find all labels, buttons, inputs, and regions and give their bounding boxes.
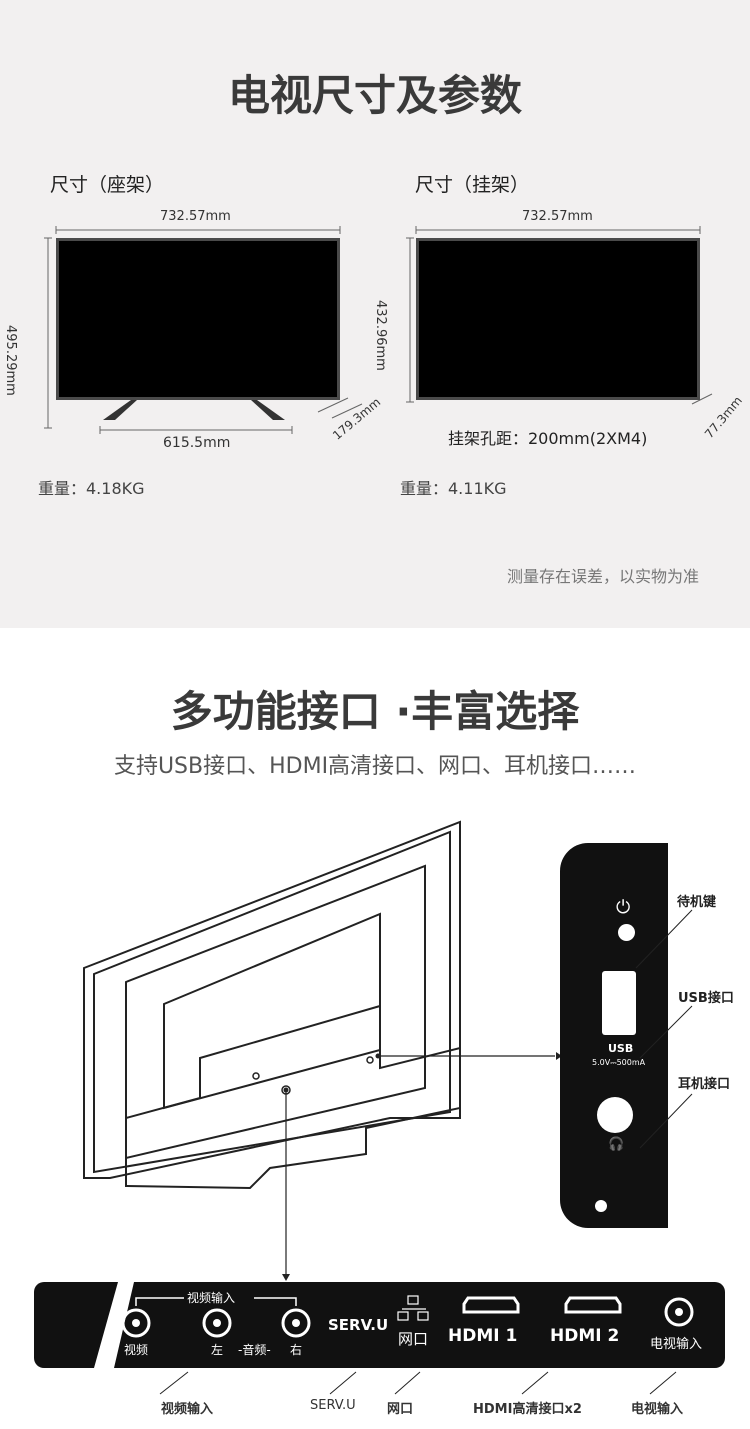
mount-spec: 挂架孔距：200mm(2XM4) xyxy=(448,429,648,448)
right-label: 右 xyxy=(290,1343,303,1357)
bottom-callout-lines xyxy=(159,1371,677,1395)
usb-label: USB接口 xyxy=(678,991,734,1006)
measure-note: 测量存在误差，以实物为准 xyxy=(507,567,700,586)
wall-height-dim: 432.96mm xyxy=(373,300,388,371)
tv-in-label: 电视输入 xyxy=(650,1337,703,1352)
wall-width-dim: 732.57mm xyxy=(522,209,593,224)
tv-back-illustration xyxy=(83,820,461,1190)
headphone-label: 耳机接口 xyxy=(678,1077,731,1092)
usb-port[interactable] xyxy=(602,971,636,1035)
side-callout-lines xyxy=(635,909,693,1149)
tv-front-stand xyxy=(56,238,340,400)
caption-serv: SERV.U xyxy=(310,1398,356,1413)
caption-hdmi: HDMI高清接口x2 xyxy=(473,1402,582,1417)
power-icon: ⏻ xyxy=(616,897,631,918)
panel-graphics xyxy=(94,1282,694,1368)
power-button[interactable] xyxy=(618,924,635,941)
power-label: 待机键 xyxy=(677,895,717,910)
bottom-port-panel: 视频输入 视频 左 -音频- 右 SERV.U 网口 HDMI 1 HDMI 2… xyxy=(34,1282,725,1368)
hdmi2-label: HDMI 2 xyxy=(550,1326,620,1346)
side-port-panel: ⏻ USB 5.0V⎓500mA 🎧 xyxy=(560,843,668,1228)
wall-weight: 重量：4.11KG xyxy=(400,479,507,498)
video-in-group-label: 视频输入 xyxy=(187,1291,236,1305)
size-section: 电视尺寸及参数 尺寸（座架） 732.57mm 495.29mm 615.5 xyxy=(0,0,750,628)
wall-size-label: 尺寸（挂架） xyxy=(415,174,530,196)
headphone-jack[interactable] xyxy=(597,1097,633,1133)
tv-front-wall xyxy=(416,238,700,400)
stand-height-dim: 495.29mm xyxy=(3,325,18,396)
left-label: 左 xyxy=(211,1343,224,1357)
stand-size-label: 尺寸（座架） xyxy=(50,174,165,196)
caption-lan: 网口 xyxy=(387,1402,414,1417)
stand-base-dim: 615.5mm xyxy=(163,435,231,451)
hdmi1-label: HDMI 1 xyxy=(448,1326,518,1346)
serv-label: SERV.U xyxy=(328,1316,389,1334)
stand-weight: 重量：4.18KG xyxy=(38,479,145,498)
caption-video-in: 视频输入 xyxy=(161,1402,214,1417)
ports-section: 多功能接口 ·丰富选择 支持USB接口、HDMI高清接口、网口、耳机接口…… ⏻… xyxy=(0,628,750,1429)
lan-label: 网口 xyxy=(398,1330,429,1348)
usb-text: USB xyxy=(608,1042,634,1055)
panel-screw xyxy=(595,1200,607,1212)
headphone-icon: 🎧 xyxy=(608,1137,625,1152)
tv-stand-feet xyxy=(103,400,285,420)
usb-spec: 5.0V⎓500mA xyxy=(592,1058,646,1067)
ports-subtitle: 支持USB接口、HDMI高清接口、网口、耳机接口…… xyxy=(113,754,637,779)
size-title: 电视尺寸及参数 xyxy=(227,71,522,120)
video-label: 视频 xyxy=(124,1343,149,1357)
dimension-lines xyxy=(44,226,713,434)
ports-title: 多功能接口 ·丰富选择 xyxy=(170,687,580,736)
callout-arrows xyxy=(282,1052,562,1281)
audio-label: -音频- xyxy=(238,1343,271,1357)
caption-tv-in: 电视输入 xyxy=(631,1402,684,1417)
stand-width-dim: 732.57mm xyxy=(160,209,231,224)
